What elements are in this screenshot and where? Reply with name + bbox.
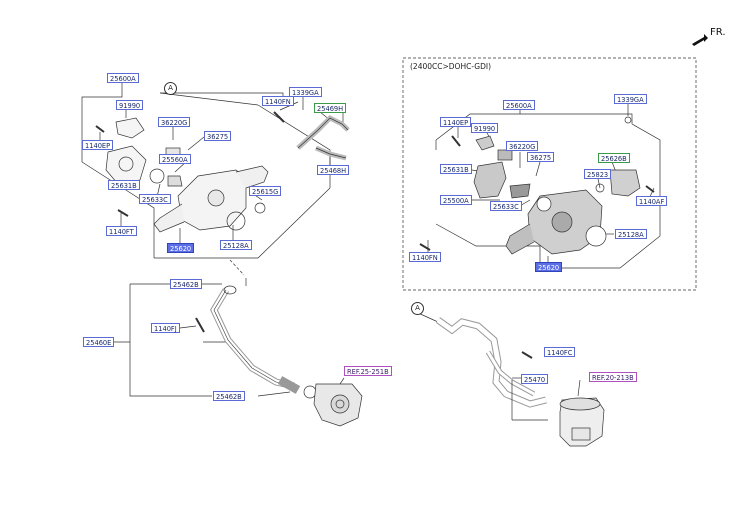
ref-20-213b[interactable]: REF.20-213B: [589, 372, 637, 382]
part-25462b-bottom[interactable]: 25462B: [213, 391, 245, 401]
part-91990-left[interactable]: 91990: [116, 100, 144, 110]
part-25631b-right[interactable]: 25631B: [440, 164, 472, 174]
part-1140fj[interactable]: 1140FJ: [151, 323, 180, 333]
part-25600a-left[interactable]: 25600A: [107, 73, 139, 83]
part-36220g-right[interactable]: 36220G: [506, 141, 539, 151]
part-25128a-left[interactable]: 25128A: [220, 240, 252, 250]
part-25560a[interactable]: 25560A: [159, 154, 191, 164]
part-25128a-right[interactable]: 25128A: [615, 229, 647, 239]
part-25633c-right[interactable]: 25633C: [490, 201, 522, 211]
part-25600a-right[interactable]: 25600A: [503, 100, 535, 110]
part-25615g[interactable]: 25615G: [249, 186, 282, 196]
front-direction-label: FR.: [710, 27, 726, 38]
part-1140af[interactable]: 1140AF: [636, 196, 668, 206]
part-36220g-left[interactable]: 36220G: [158, 117, 191, 127]
view-a-marker-top: A: [164, 82, 177, 95]
part-25470[interactable]: 25470: [521, 374, 549, 384]
part-25469h[interactable]: 25469H: [314, 103, 347, 113]
part-25620-left[interactable]: 25620: [167, 243, 195, 253]
part-1339ga-right[interactable]: 1339GA: [614, 94, 647, 104]
part-25620-right[interactable]: 25620: [535, 262, 563, 272]
ref-25-251b[interactable]: REF.25-251B: [344, 366, 392, 376]
engine-variant-caption: (2400CC>DOHC-GDI): [410, 62, 492, 71]
part-91990-right[interactable]: 91990: [471, 123, 499, 133]
part-1140ep-left[interactable]: 1140EP: [82, 140, 114, 150]
part-25500a[interactable]: 25500A: [440, 195, 472, 205]
part-25631b-left[interactable]: 25631B: [108, 180, 140, 190]
part-25633c-left[interactable]: 25633C: [139, 194, 171, 204]
part-36275-right[interactable]: 36275: [527, 152, 555, 162]
part-25468h[interactable]: 25468H: [317, 165, 350, 175]
part-36275-left[interactable]: 36275: [204, 131, 232, 141]
part-1140ft[interactable]: 1140FT: [106, 226, 137, 236]
part-25460e[interactable]: 25460E: [83, 337, 115, 347]
part-25823[interactable]: 25823: [584, 169, 612, 179]
part-1140fn-left[interactable]: 1140FN: [262, 96, 294, 106]
part-1140fn-right[interactable]: 1140FN: [409, 252, 441, 262]
part-1339ga-left[interactable]: 1339GA: [289, 87, 322, 97]
front-arrow-icon: [692, 34, 708, 46]
part-1140fc[interactable]: 1140FC: [544, 347, 576, 357]
part-1140ep-right[interactable]: 1140EP: [440, 117, 472, 127]
part-25462b-top[interactable]: 25462B: [170, 279, 202, 289]
part-25626b[interactable]: 25626B: [598, 153, 630, 163]
view-a-marker-bottom: A: [411, 302, 424, 315]
